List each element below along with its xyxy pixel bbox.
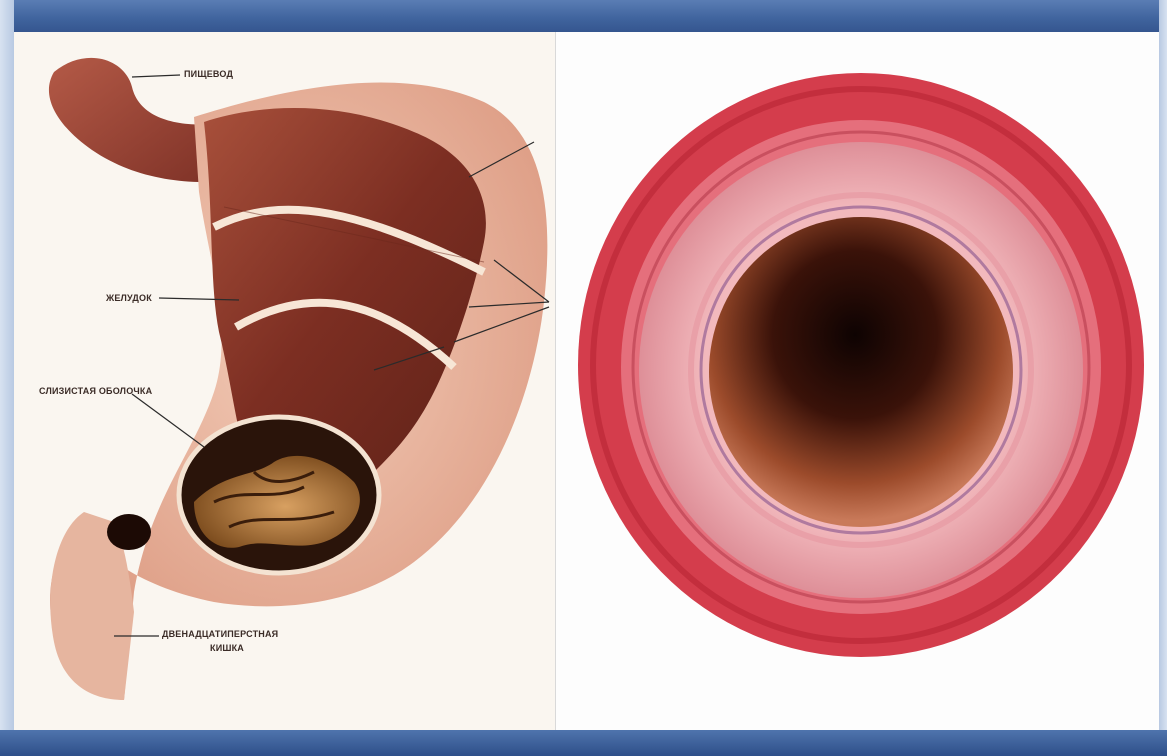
label-stomach: ЖЕЛУДОК [106,293,152,303]
vessel-cross-section [556,32,1159,730]
label-mucosa: СЛИЗИСТАЯ ОБОЛОЧКА [39,386,152,396]
slide-bottom-frame [0,730,1167,756]
vessel-lumen [709,217,1013,527]
vessel-drawing [556,32,1159,730]
slide-top-frame [0,0,1167,32]
slide-content: ПИЩЕВОД ЖЕЛУДОК СЛИЗИСТАЯ ОБОЛОЧКА ДВЕНА… [14,32,1159,730]
slide-right-frame [1159,0,1167,756]
label-duodenum-line2: КИШКА [210,643,244,653]
stomach-drawing [14,32,555,730]
stomach-illustration: ПИЩЕВОД ЖЕЛУДОК СЛИЗИСТАЯ ОБОЛОЧКА ДВЕНА… [14,32,555,730]
pylorus-opening [107,514,151,550]
label-esophagus: ПИЩЕВОД [184,69,233,79]
label-duodenum-line1: ДВЕНАДЦАТИПЕРСТНАЯ [162,629,278,639]
slide-left-frame [0,0,14,756]
